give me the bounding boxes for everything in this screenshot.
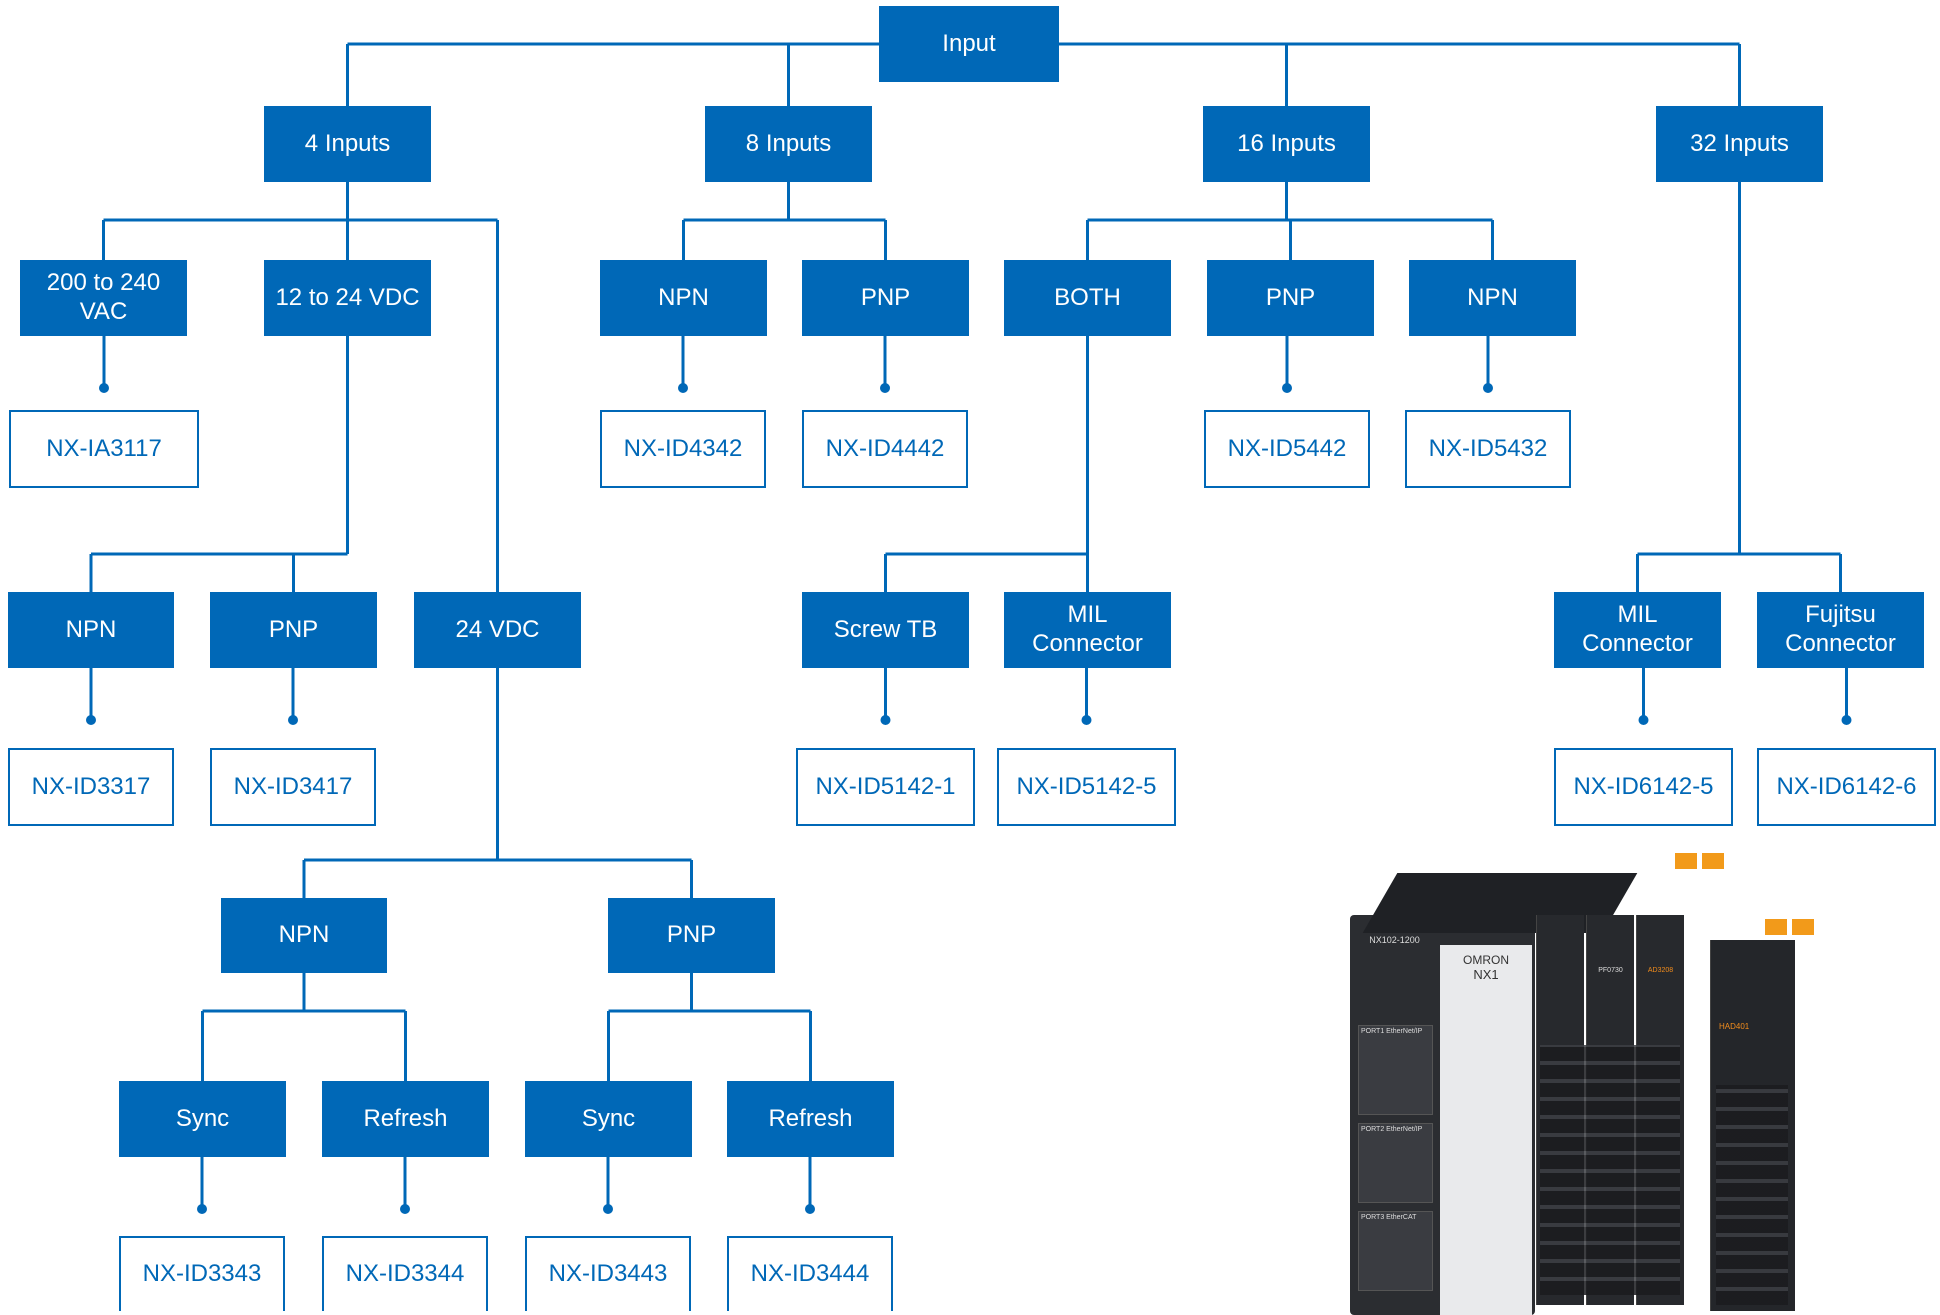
product-nx-id4442: NX-ID4442 <box>802 410 968 488</box>
product-nx-ia3117: NX-IA3117 <box>9 410 199 488</box>
connector-dot <box>1081 715 1092 725</box>
node-24-vdc-npn: NPN <box>221 898 387 973</box>
connector-dot <box>99 383 109 393</box>
module-label-ad3208: AD3208 <box>1647 967 1674 974</box>
product-nx-id3344: NX-ID3344 <box>322 1236 488 1311</box>
connector-dot <box>880 715 891 725</box>
connector-dot <box>86 715 96 725</box>
connector-dot <box>197 1204 207 1214</box>
node-8-inputs: 8 Inputs <box>705 106 872 182</box>
product-nx-id5142-5: NX-ID5142-5 <box>997 748 1176 826</box>
node-32-inputs-mil-connector: MIL Connector <box>1554 592 1721 668</box>
node-screw-tb: Screw TB <box>802 592 969 668</box>
product-nx-id3444: NX-ID3444 <box>727 1236 893 1311</box>
product-nx-id5142-1: NX-ID5142-1 <box>796 748 975 826</box>
node-200-240-vac: 200 to 240 VAC <box>20 260 187 336</box>
node-16-inputs-both: BOTH <box>1004 260 1171 336</box>
node-12-24-vdc-npn: NPN <box>8 592 174 668</box>
product-nx-id4342: NX-ID4342 <box>600 410 766 488</box>
connector-dot <box>805 1204 815 1214</box>
connector-dot <box>678 383 688 393</box>
port1-housing: PORT1 EtherNet/IP <box>1358 1025 1433 1115</box>
node-16-inputs: 16 Inputs <box>1203 106 1370 182</box>
node-12-24-vdc-pnp: PNP <box>210 592 377 668</box>
product-nx-id6142-5: NX-ID6142-5 <box>1554 748 1733 826</box>
node-8-inputs-npn: NPN <box>600 260 767 336</box>
node-16-inputs-pnp: PNP <box>1207 260 1374 336</box>
node-pnp-refresh: Refresh <box>727 1081 894 1157</box>
cpu-model-label: NX1 <box>1473 967 1499 982</box>
product-nx-id3417: NX-ID3417 <box>210 748 376 826</box>
port3-housing: PORT3 EtherCAT <box>1358 1211 1433 1291</box>
connector-dot <box>1841 715 1852 725</box>
module-label-pf0730: PF0730 <box>1598 967 1623 974</box>
connector-dot <box>1483 383 1493 393</box>
node-npn-refresh: Refresh <box>322 1081 489 1157</box>
node-24-vdc: 24 VDC <box>414 592 581 668</box>
terminal-grid-2 <box>1716 1085 1788 1305</box>
port2-housing: PORT2 EtherNet/IP <box>1358 1123 1433 1203</box>
connector-dot <box>603 1204 613 1214</box>
product-nx-id3343: NX-ID3343 <box>119 1236 285 1311</box>
node-16-inputs-mil-connector: MIL Connector <box>1004 592 1171 668</box>
product-nx-id3443: NX-ID3443 <box>525 1236 691 1311</box>
orange-latch-3 <box>1765 919 1787 935</box>
orange-latch-4 <box>1792 919 1814 935</box>
port1-label: PORT1 EtherNet/IP <box>1361 1028 1423 1035</box>
product-nx-id5442: NX-ID5442 <box>1204 410 1370 488</box>
product-nx-id6142-6: NX-ID6142-6 <box>1757 748 1936 826</box>
cpu-brand-label: OMRON <box>1463 953 1509 967</box>
product-nx-id3317: NX-ID3317 <box>8 748 174 826</box>
cpu-front-panel <box>1440 945 1532 1315</box>
node-12-24-vdc: 12 to 24 VDC <box>264 260 431 336</box>
nx-hardware-photo: OMRON NX1 NX102-1200 PORT1 EtherNet/IP P… <box>1340 835 1940 1315</box>
node-input: Input <box>879 6 1059 82</box>
module-label-had401: HAD401 <box>1719 1022 1750 1031</box>
terminal-grid-1 <box>1540 1045 1680 1295</box>
connector-dot <box>400 1204 410 1214</box>
connector-dot <box>1638 715 1649 725</box>
node-pnp-sync: Sync <box>525 1081 692 1157</box>
connector-dot <box>880 383 890 393</box>
node-4-inputs: 4 Inputs <box>264 106 431 182</box>
node-16-inputs-npn: NPN <box>1409 260 1576 336</box>
orange-latch-2 <box>1702 853 1724 869</box>
connector-dot <box>1282 383 1292 393</box>
port3-label: PORT3 EtherCAT <box>1361 1214 1417 1221</box>
cpu-name-label: NX102-1200 <box>1369 935 1420 945</box>
node-32-inputs-fujitsu-connector: Fujitsu Connector <box>1757 592 1924 668</box>
node-24-vdc-pnp: PNP <box>608 898 775 973</box>
node-8-inputs-pnp: PNP <box>802 260 969 336</box>
orange-latch-1 <box>1675 853 1697 869</box>
connector-dot <box>288 715 298 725</box>
port2-label: PORT2 EtherNet/IP <box>1361 1126 1423 1133</box>
node-npn-sync: Sync <box>119 1081 286 1157</box>
node-32-inputs: 32 Inputs <box>1656 106 1823 182</box>
product-nx-id5432: NX-ID5432 <box>1405 410 1571 488</box>
